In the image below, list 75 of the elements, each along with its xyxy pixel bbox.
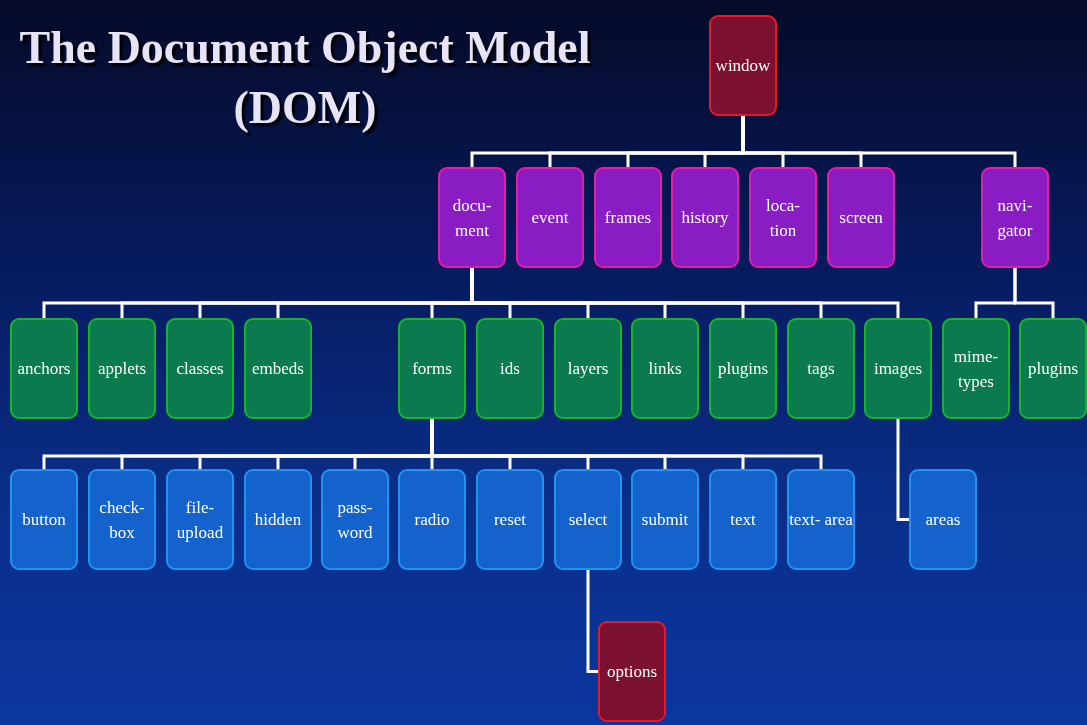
node-label: applets — [97, 358, 147, 380]
node-box — [554, 469, 622, 570]
node-box — [1019, 318, 1087, 419]
node-box — [909, 469, 977, 570]
node-box — [631, 469, 699, 570]
node-box — [166, 469, 234, 570]
node-label: ids — [500, 358, 520, 380]
node-label: reset — [493, 509, 527, 531]
node-box — [864, 318, 932, 419]
node-box — [709, 318, 777, 419]
node-label: navi- gator — [996, 194, 1034, 242]
node-label: pass- word — [336, 496, 374, 544]
node-label: file- upload — [175, 496, 225, 544]
node-label: classes — [176, 358, 224, 380]
node-box — [88, 469, 156, 570]
connector-line — [430, 419, 823, 469]
node-box — [554, 318, 622, 419]
node-box — [631, 318, 699, 419]
node-label: check- box — [98, 496, 146, 544]
title: The Document Object Model (DOM) — [18, 21, 592, 135]
node-label: text — [730, 509, 756, 531]
node-box — [671, 167, 739, 268]
node-box — [598, 621, 666, 722]
node-label: links — [648, 358, 682, 380]
node-box — [438, 167, 506, 268]
node-label: hidden — [254, 509, 302, 531]
node-label: window — [715, 55, 771, 77]
node-box — [827, 167, 895, 268]
node-box — [166, 318, 234, 419]
node-label: options — [606, 661, 658, 683]
node-box — [709, 15, 777, 116]
connector-line — [741, 116, 1017, 167]
node-label: radio — [414, 509, 450, 531]
node-box — [398, 469, 466, 570]
node-box — [787, 318, 855, 419]
node-label: loca- tion — [765, 194, 801, 242]
node-box — [88, 318, 156, 419]
connector-line — [470, 268, 900, 318]
node-label: tags — [807, 358, 835, 380]
node-label: layers — [567, 358, 609, 380]
node-label: history — [681, 207, 729, 229]
node-box — [321, 469, 389, 570]
node-label: screen — [839, 207, 883, 229]
node-box — [787, 469, 855, 570]
connector-line — [896, 419, 909, 521]
node-label: plugins — [717, 358, 769, 380]
connector-line — [586, 570, 598, 673]
node-label: text- area — [789, 509, 853, 531]
node-box — [709, 469, 777, 570]
node-box — [749, 167, 817, 268]
node-label: anchors — [17, 358, 71, 380]
node-label: submit — [641, 509, 689, 531]
node-box — [981, 167, 1049, 268]
node-box — [10, 469, 78, 570]
node-label: docu- ment — [451, 194, 493, 242]
node-box — [942, 318, 1010, 419]
node-label: frames — [604, 207, 652, 229]
node-label: embeds — [252, 358, 304, 380]
node-label: event — [531, 207, 569, 229]
node-label: plugins — [1027, 358, 1079, 380]
node-label: areas — [925, 509, 961, 531]
node-box — [10, 318, 78, 419]
connector-line — [1013, 268, 1055, 318]
node-label: forms — [412, 358, 452, 380]
node-label: select — [568, 509, 608, 531]
node-box — [398, 318, 466, 419]
node-box — [516, 167, 584, 268]
node-box — [244, 469, 312, 570]
node-label: images — [873, 358, 923, 380]
node-label: mime- types — [952, 345, 1000, 393]
node-box — [244, 318, 312, 419]
node-box — [476, 469, 544, 570]
node-box — [476, 318, 544, 419]
node-box — [594, 167, 662, 268]
node-label: button — [22, 509, 66, 531]
